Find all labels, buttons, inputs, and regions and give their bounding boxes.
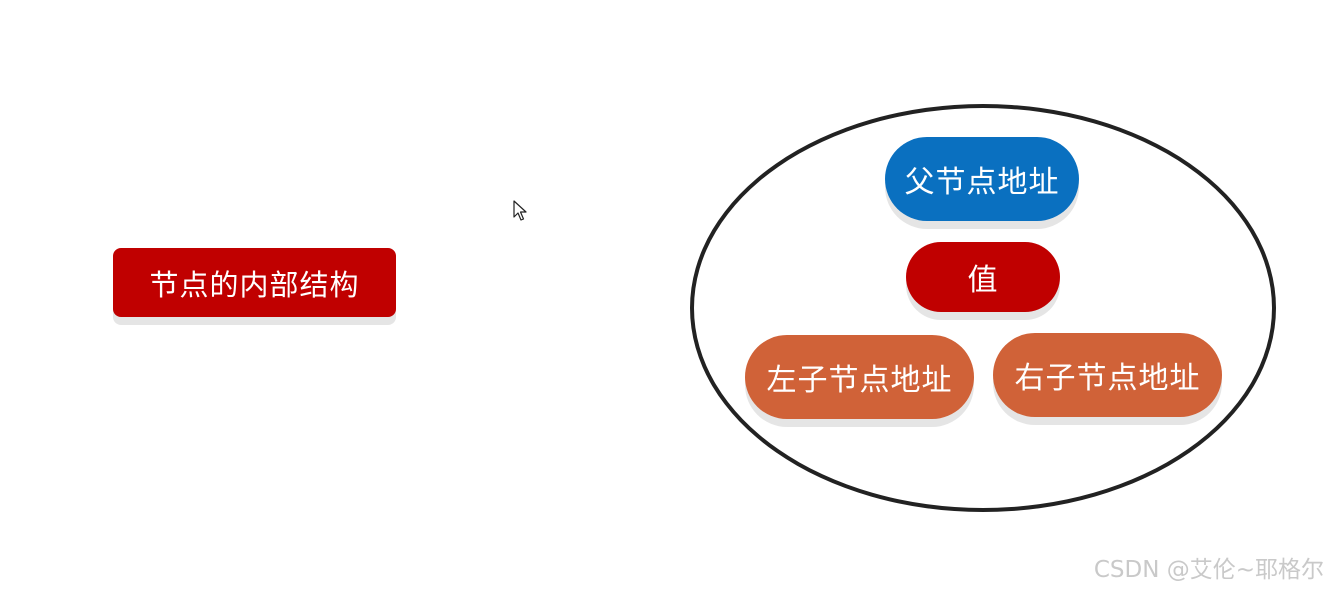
mouse-pointer-icon: [513, 200, 527, 221]
watermark: CSDN @艾伦~耶格尔: [1093, 557, 1324, 583]
right-child-address-pill: 右子节点地址: [993, 333, 1222, 417]
left-child-address-pill: 左子节点地址: [745, 335, 974, 419]
parent-address-pill: 父节点地址: [885, 137, 1079, 221]
node-ellipse: [690, 104, 1276, 512]
value-pill: 值: [906, 242, 1060, 312]
node-structure-title: 节点的内部结构: [113, 248, 396, 317]
